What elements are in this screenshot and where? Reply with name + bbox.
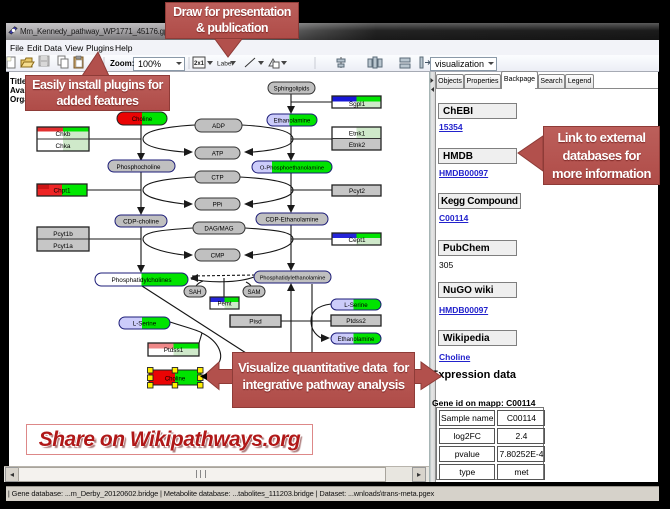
svg-text:Phosphatidylethanolamine: Phosphatidylethanolamine bbox=[260, 276, 326, 282]
svg-text:Cept1: Cept1 bbox=[348, 237, 365, 244]
svg-text:CTP: CTP bbox=[211, 175, 223, 182]
svg-text:CMP: CMP bbox=[211, 253, 225, 260]
svg-text:Availab: Availab bbox=[10, 86, 38, 95]
svg-text:Phosphocholine: Phosphocholine bbox=[116, 164, 161, 171]
svg-text:Sphingolipids: Sphingolipids bbox=[274, 87, 310, 93]
svg-text:Ptdss1: Ptdss1 bbox=[164, 347, 184, 354]
svg-text:Pisd: Pisd bbox=[249, 319, 262, 326]
svg-text:Label: Label bbox=[217, 61, 233, 68]
svg-text:O-Phosphoethanolamine: O-Phosphoethanolamine bbox=[260, 166, 324, 172]
svg-text:Title:: Title: bbox=[10, 77, 29, 86]
svg-text:SAH: SAH bbox=[189, 290, 201, 296]
svg-text:L-Serine: L-Serine bbox=[133, 321, 157, 328]
svg-text:Chka: Chka bbox=[56, 143, 71, 150]
svg-text:Sgpl1: Sgpl1 bbox=[349, 101, 366, 108]
svg-text:Chpt1: Chpt1 bbox=[53, 188, 70, 195]
svg-text:CDP-choline: CDP-choline bbox=[123, 219, 159, 226]
svg-text:Pcyt1a: Pcyt1a bbox=[53, 243, 73, 250]
svg-text:Phosphatidylcholines: Phosphatidylcholines bbox=[111, 277, 171, 284]
svg-text:Pcyt2: Pcyt2 bbox=[349, 188, 365, 195]
svg-text:Choline: Choline bbox=[165, 377, 186, 383]
svg-text:SAM: SAM bbox=[247, 290, 260, 296]
svg-text:2x1: 2x1 bbox=[194, 61, 205, 67]
svg-text:Ethanolamine: Ethanolamine bbox=[338, 337, 375, 343]
svg-text:Etnk2: Etnk2 bbox=[349, 142, 366, 149]
svg-text:Ethanolamine: Ethanolamine bbox=[274, 119, 311, 125]
svg-text:DAG/MAG: DAG/MAG bbox=[204, 226, 233, 233]
svg-text:CDP-Ethanolamine: CDP-Ethanolamine bbox=[266, 217, 320, 224]
svg-text:Etnk1: Etnk1 bbox=[349, 131, 366, 138]
svg-text:Chkb: Chkb bbox=[56, 131, 71, 138]
svg-text:Pemt: Pemt bbox=[217, 302, 231, 308]
svg-text:Ptdss2: Ptdss2 bbox=[346, 318, 366, 325]
svg-text:L-Serine: L-Serine bbox=[344, 302, 368, 309]
svg-text:Choline: Choline bbox=[132, 117, 153, 123]
svg-text:PPi: PPi bbox=[213, 202, 223, 209]
svg-text:Pcyt1b: Pcyt1b bbox=[53, 231, 73, 238]
svg-text:ATP: ATP bbox=[212, 151, 224, 158]
svg-text:ADP: ADP bbox=[212, 123, 225, 130]
